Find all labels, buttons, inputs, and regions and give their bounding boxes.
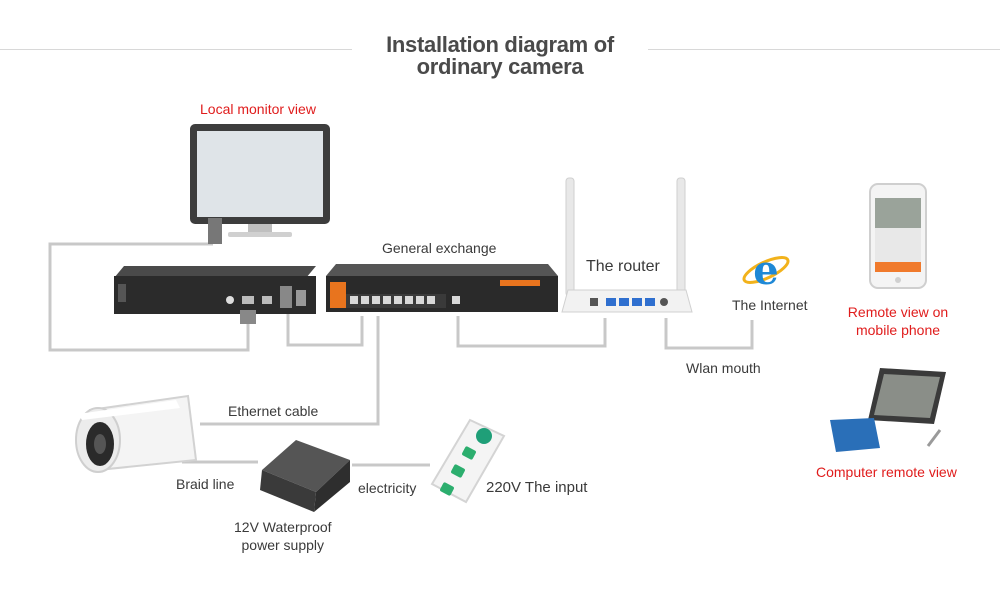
- electricity-label: electricity: [358, 480, 417, 496]
- switch-icon: [326, 264, 558, 312]
- power-supply-line-2: power supply: [241, 537, 325, 553]
- input-220v-label: 220V The input: [486, 479, 588, 496]
- remote-mobile-line-2: mobile phone: [855, 322, 941, 338]
- nvr-switch-cable: [286, 314, 364, 347]
- power-supply-icon: [260, 440, 350, 512]
- the-router-label: The router: [586, 258, 660, 275]
- computer-remote-view-label: Computer remote view: [816, 464, 957, 480]
- ethernet-cable-label: Ethernet cable: [228, 403, 319, 419]
- wlan-mouth-label: Wlan mouth: [686, 360, 761, 376]
- wan-cable: [664, 318, 754, 350]
- general-exchange-label: General exchange: [382, 240, 497, 256]
- internet-explorer-icon: e: [742, 247, 790, 294]
- the-internet-label: The Internet: [732, 297, 808, 313]
- svg-text:e: e: [753, 247, 778, 294]
- router-icon: [561, 177, 693, 313]
- cable-lines: [48, 242, 754, 467]
- power-strip-icon: [430, 418, 506, 504]
- remote-mobile-line-1: Remote view on: [847, 304, 949, 320]
- remote-mobile-label: Remote view on mobile phone: [846, 303, 950, 339]
- switch-router-cable: [456, 316, 607, 348]
- local-monitor-view-label: Local monitor view: [200, 101, 316, 117]
- page-title: Installation diagram of ordinary camera: [300, 34, 700, 78]
- title-right-rule: [648, 49, 1000, 50]
- power-supply-label: 12V Waterproof power supply: [234, 518, 332, 554]
- monitor-icon: [190, 124, 330, 244]
- bullet-camera-icon: [75, 394, 198, 473]
- title-left-rule: [0, 49, 352, 50]
- smartphone-icon: [869, 183, 927, 289]
- title-line-2: ordinary camera: [416, 54, 584, 79]
- ethernet-cable-line: [200, 316, 380, 426]
- title-line-1: Installation diagram of: [386, 32, 614, 57]
- nvr-icon: [114, 266, 316, 324]
- power-supply-line-1: 12V Waterproof: [234, 519, 332, 535]
- braid-line-label: Braid line: [176, 476, 235, 492]
- tablet-laptop-icon: [830, 368, 946, 452]
- hdmi-cable: [48, 242, 250, 352]
